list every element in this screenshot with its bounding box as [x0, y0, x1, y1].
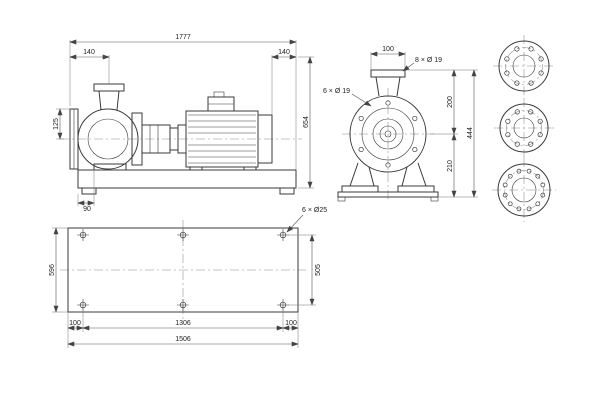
dim-bolt-row-spacing: 505	[315, 264, 322, 276]
dim-suction-offset: 125	[53, 118, 60, 130]
discharge-neck	[98, 90, 120, 111]
front-extension-lines	[370, 52, 478, 198]
flange-detail-bottom	[492, 158, 556, 222]
flange-top-holes	[504, 46, 544, 86]
dim-overall-length: 1777	[175, 34, 191, 41]
flange-top-bolt-circle	[505, 47, 543, 85]
side-view: 1777 140 140 654 125 90	[53, 34, 314, 213]
bearing-housing-ribs	[149, 125, 159, 153]
baseplate-foot-left	[81, 187, 97, 195]
dim-front-total-height: 444	[467, 127, 474, 139]
flange-middle-centerlines	[494, 98, 554, 158]
flange-detail-top	[493, 35, 555, 97]
dim-front-overhang: 140	[83, 49, 95, 56]
flange-middle-outer	[499, 103, 549, 153]
front-casing-bolt-holes	[358, 100, 418, 168]
flange-middle-bolt-circle	[506, 110, 542, 146]
flange-bottom-bore	[511, 177, 537, 203]
motor-foot-rear	[243, 166, 257, 171]
baseplate-foot-right	[279, 187, 295, 195]
front-view: 100 8 × Ø 19 6 × Ø 19 200 210 444	[323, 46, 478, 202]
pump-foot	[93, 163, 127, 171]
dim-flange-to-center: 200	[447, 96, 454, 108]
flange-middle-bore	[513, 117, 535, 139]
motor-foot-front	[189, 166, 203, 171]
front-anchor-right	[430, 196, 439, 202]
front-centerlines	[342, 88, 434, 202]
dim-flange-width: 100	[382, 46, 394, 53]
baseplate	[77, 169, 297, 189]
dim-center-to-base: 210	[447, 160, 454, 172]
terminal-box-lid	[213, 91, 225, 98]
plan-anchor-holes	[77, 229, 289, 311]
flange-bottom-outer	[497, 163, 551, 217]
front-suction-eye	[372, 118, 404, 150]
plan-centerlines	[60, 220, 306, 320]
flange-top-bore	[512, 54, 536, 78]
front-foot-right	[397, 185, 435, 193]
leader-anchor-bolts	[286, 214, 304, 233]
discharge-flange	[93, 83, 125, 92]
volute-inner	[87, 118, 129, 160]
dim-rear-overhang: 140	[278, 49, 290, 56]
front-discharge-flange	[370, 69, 406, 78]
front-hub	[379, 125, 397, 143]
plan-baseplate-outline	[67, 227, 299, 313]
label-flange-bolts: 8 × Ø 19	[415, 57, 442, 64]
plan-hole-crosshairs	[77, 229, 289, 311]
label-casing-bolts: 6 × Ø 19	[323, 88, 350, 95]
front-leg-right	[401, 162, 427, 187]
flange-middle-holes	[505, 109, 543, 147]
dim-bolt-span: 1306	[175, 320, 191, 327]
motor-fins	[188, 114, 256, 164]
label-anchor-bolts: 6 × Ø25	[302, 207, 327, 214]
side-extension-lines	[56, 40, 314, 206]
volute-casing	[77, 108, 139, 170]
plan-extension-lines	[52, 227, 316, 348]
flange-bottom-centerlines	[492, 158, 556, 222]
fan-cowl	[257, 114, 273, 164]
front-volute-outer	[349, 95, 427, 173]
flange-bottom-holes	[502, 168, 546, 212]
front-base-rail	[337, 191, 439, 198]
front-foot-left	[341, 185, 379, 193]
flange-top-centerlines	[493, 35, 555, 97]
flange-bottom-bolt-circle	[504, 170, 544, 210]
leader-casing-bolts	[351, 93, 372, 107]
dim-bolt-margin-left: 100	[69, 320, 81, 327]
plan-view: 6 × Ø25 596 505 100 1306 100 1506	[49, 207, 327, 348]
front-leg-left	[349, 162, 375, 187]
dim-side-total-height: 654	[303, 116, 310, 128]
dim-plate-depth: 596	[49, 264, 56, 276]
flange-detail-middle	[494, 98, 554, 158]
dim-bolt-margin-right: 100	[285, 320, 297, 327]
front-anchor-left	[337, 196, 346, 202]
dim-plate-length: 1506	[175, 336, 191, 343]
dim-foot-offset: 90	[83, 206, 91, 213]
leader-flange-bolts	[402, 62, 415, 72]
front-discharge-neck	[375, 76, 401, 97]
front-shaft	[384, 130, 392, 138]
flange-top-outer	[498, 40, 550, 92]
front-casing-face	[361, 107, 415, 161]
